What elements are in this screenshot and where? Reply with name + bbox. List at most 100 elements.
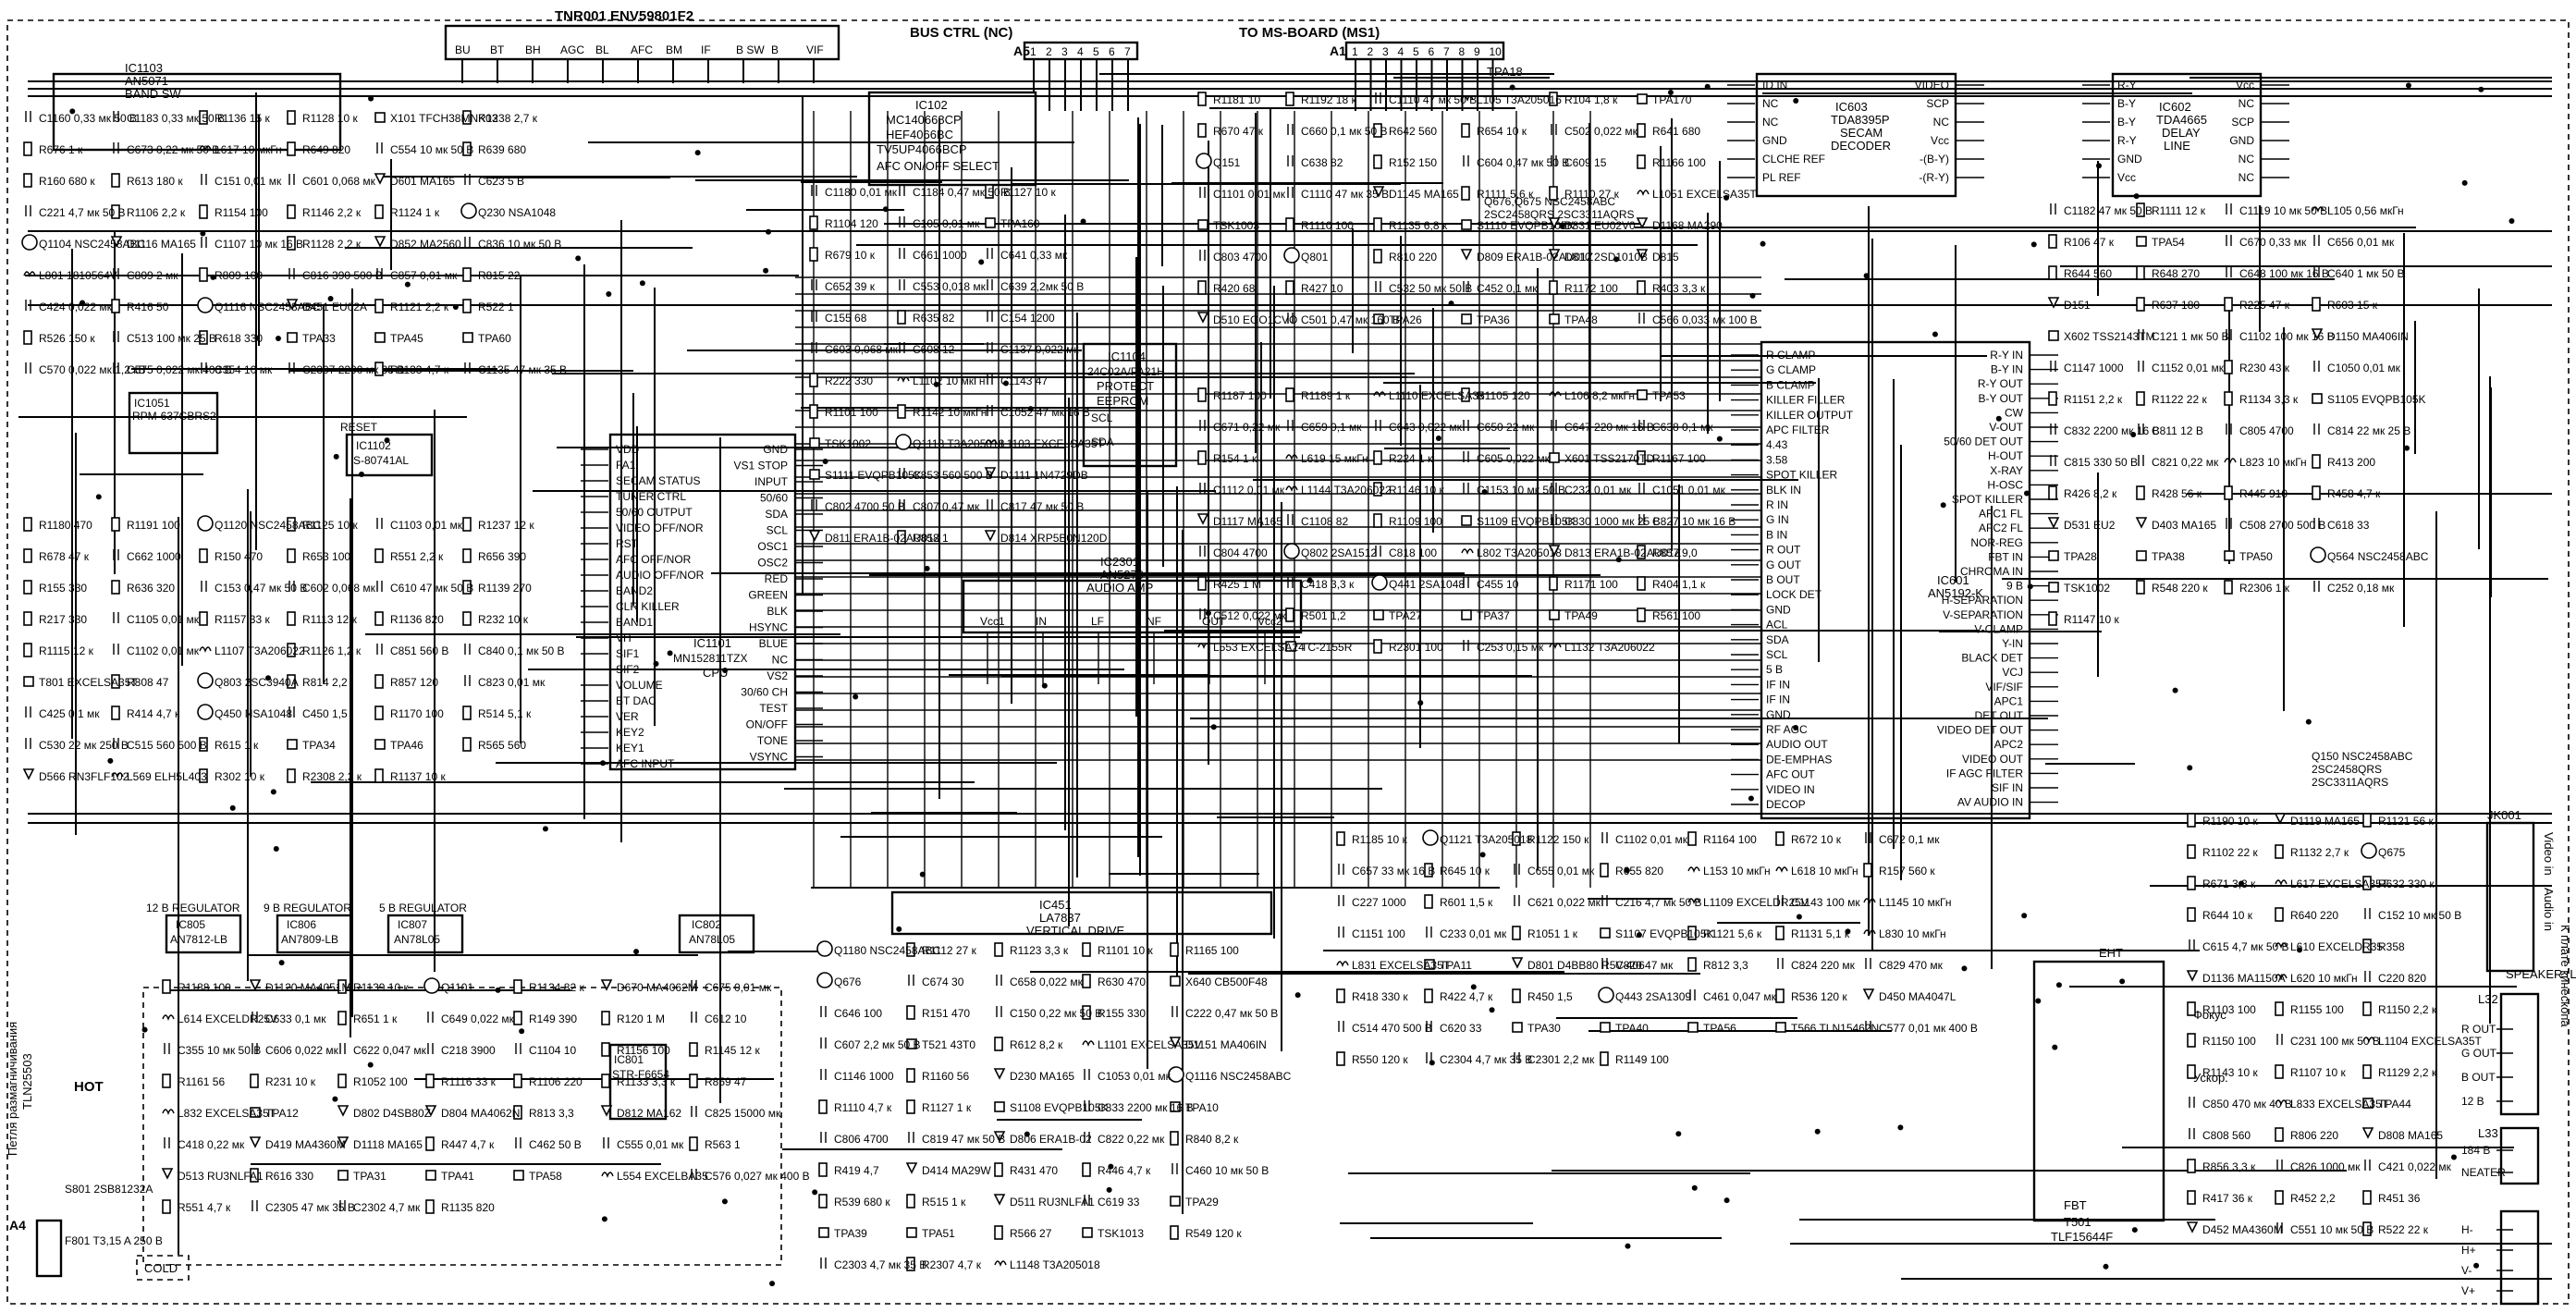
- transistor-symbol: [2310, 546, 2326, 563]
- ic-pin-label: AFC OFF/NOR: [616, 553, 692, 566]
- ic806-box: [276, 914, 353, 954]
- resistor-symbol: [111, 173, 120, 188]
- transistor-symbol: [2361, 842, 2377, 859]
- component-label: R2306 1 к: [2239, 582, 2290, 595]
- component-label: R1189 1 к: [1301, 389, 1351, 402]
- inductor-symbol: [111, 772, 124, 779]
- component-label: R1115 12 к: [39, 644, 94, 657]
- ic-pin-label: R-Y OUT: [1978, 377, 2024, 390]
- diode-symbol: [424, 1105, 437, 1117]
- resistor-symbol: [111, 706, 120, 720]
- component-label: L1110 EXCELSA35: [1389, 389, 1485, 402]
- junction: [978, 259, 985, 265]
- transistor-symbol: [1283, 543, 1300, 559]
- component-label: R635 82: [913, 312, 955, 325]
- ic1102-func: RESET: [340, 421, 378, 434]
- component-label: R1165 100: [1185, 944, 1239, 957]
- resistor-symbol: [985, 184, 994, 199]
- component-label: C450 1,5: [302, 707, 348, 720]
- component-label: R1135 6,8 к: [1389, 219, 1448, 232]
- component-label: TPA41: [441, 1170, 474, 1183]
- junction: [812, 1189, 818, 1196]
- component-label: R1161 56: [178, 1075, 225, 1088]
- ic-pin-label: VOLUME: [616, 679, 663, 692]
- ic-pin-label: SCL: [767, 524, 789, 537]
- ic802-name: IC802: [692, 918, 721, 931]
- ic-pin-label: BT DAC: [616, 694, 656, 707]
- junction: [2297, 947, 2303, 953]
- diode-symbol: [1169, 1037, 1182, 1049]
- component-label: D804 MA4062N: [441, 1107, 520, 1120]
- ic-pin-label: SCL: [1766, 648, 1788, 661]
- component-label: R150 470: [215, 550, 263, 563]
- resistor-symbol: [994, 1162, 1003, 1177]
- component-label: C804 4700: [1213, 546, 1268, 559]
- a5-pin-number: 7: [1124, 45, 1131, 58]
- component-label: R1156 100: [617, 1044, 670, 1057]
- part-symbol: [2224, 550, 2235, 561]
- component-label: L617 10 мкГн: [215, 143, 282, 156]
- component-label: R1125 10 к: [302, 519, 358, 532]
- junction: [367, 1061, 374, 1068]
- inductor-symbol: [162, 1014, 175, 1021]
- component-label: D452 MA4360M: [2202, 1223, 2283, 1236]
- component-label: C829 470 мк: [1879, 959, 1944, 972]
- ic451-box: [890, 890, 1273, 936]
- ic-pin-label: Vcc: [2117, 171, 2136, 184]
- component-label: C620 33: [1440, 1022, 1482, 1035]
- diode-symbol: [1196, 312, 1209, 324]
- junction: [2187, 765, 2193, 771]
- component-label: D670 MA4062M: [617, 981, 697, 994]
- component-label: D511 RU3NLFA1: [1010, 1196, 1095, 1209]
- part-symbol: [994, 1101, 1005, 1112]
- ic-pin-label: APC1: [1994, 694, 2024, 707]
- diode-symbol: [374, 173, 386, 185]
- ic602-name: IC602: [2159, 100, 2191, 114]
- component-label: C232 0,01 мк: [1564, 484, 1632, 497]
- junction: [384, 437, 390, 444]
- junction: [1108, 1163, 1114, 1170]
- component-label: R1116 33 к: [441, 1075, 497, 1088]
- ic-pin-label: TONE: [757, 734, 788, 747]
- component-label: C822 0,22 мк: [1098, 1133, 1165, 1146]
- ic1051-name: IC1051: [134, 397, 170, 410]
- part-symbol: [2048, 330, 2059, 341]
- resistor-symbol: [2048, 391, 2057, 406]
- ic-pin-label: SDA: [1766, 633, 1789, 646]
- resistor-symbol: [111, 580, 120, 595]
- ic-pin-label: AFC1 FL: [1979, 508, 2023, 521]
- component-label: R1107 10 к: [2290, 1066, 2346, 1079]
- resistor-symbol: [2048, 265, 2057, 280]
- component-label: C513 100 мк 25 B: [127, 332, 216, 345]
- degauss-part: TLN25503: [20, 1053, 34, 1110]
- component-label: Q450 NSA1048: [215, 707, 292, 720]
- component-label: C851 560 B: [390, 644, 448, 657]
- inductor-symbol: [1775, 866, 1788, 873]
- component-label: R419 4,7: [834, 1164, 879, 1177]
- junction: [1691, 1184, 1698, 1191]
- component-label: C820 47 мк: [1615, 959, 1674, 972]
- component-label: C150 0,22 мк 50 B: [1010, 1007, 1102, 1020]
- transistor-symbol: [1196, 153, 1212, 169]
- component-label: Q1104 NSC2458ABC: [39, 238, 146, 251]
- ic801-name: IC801: [614, 1053, 644, 1066]
- diode-symbol: [993, 1068, 1006, 1080]
- component-label: S1108 EVQPB105K: [1010, 1101, 1109, 1114]
- component-label: Q1116 NSC2458ABC: [215, 301, 321, 313]
- ic-pin-label: 30/60 CH: [741, 686, 788, 699]
- resistor-symbol: [1170, 1225, 1179, 1240]
- ic-pin-label: HSYNC: [749, 621, 788, 634]
- ic-pin-label: GND: [2117, 153, 2142, 166]
- component-label: R1123 3,3 к: [1010, 944, 1069, 957]
- component-label: Q1180 NSC2458ABC: [834, 944, 941, 957]
- resistor-symbol: [906, 1005, 915, 1020]
- resistor-symbol: [374, 299, 384, 313]
- resistor-symbol: [1197, 450, 1207, 465]
- component-label: D403 MA165: [2152, 519, 2216, 532]
- tuner-title: TNR001 ENV59801F2: [555, 8, 693, 24]
- ic-pin-label: 4.43: [1766, 438, 1788, 451]
- component-label: C647 220 мк 16 B: [1564, 421, 1654, 434]
- resistor-symbol: [2275, 1127, 2284, 1142]
- resistor-symbol: [1461, 123, 1470, 138]
- ic802-part: AN78L05: [689, 933, 735, 946]
